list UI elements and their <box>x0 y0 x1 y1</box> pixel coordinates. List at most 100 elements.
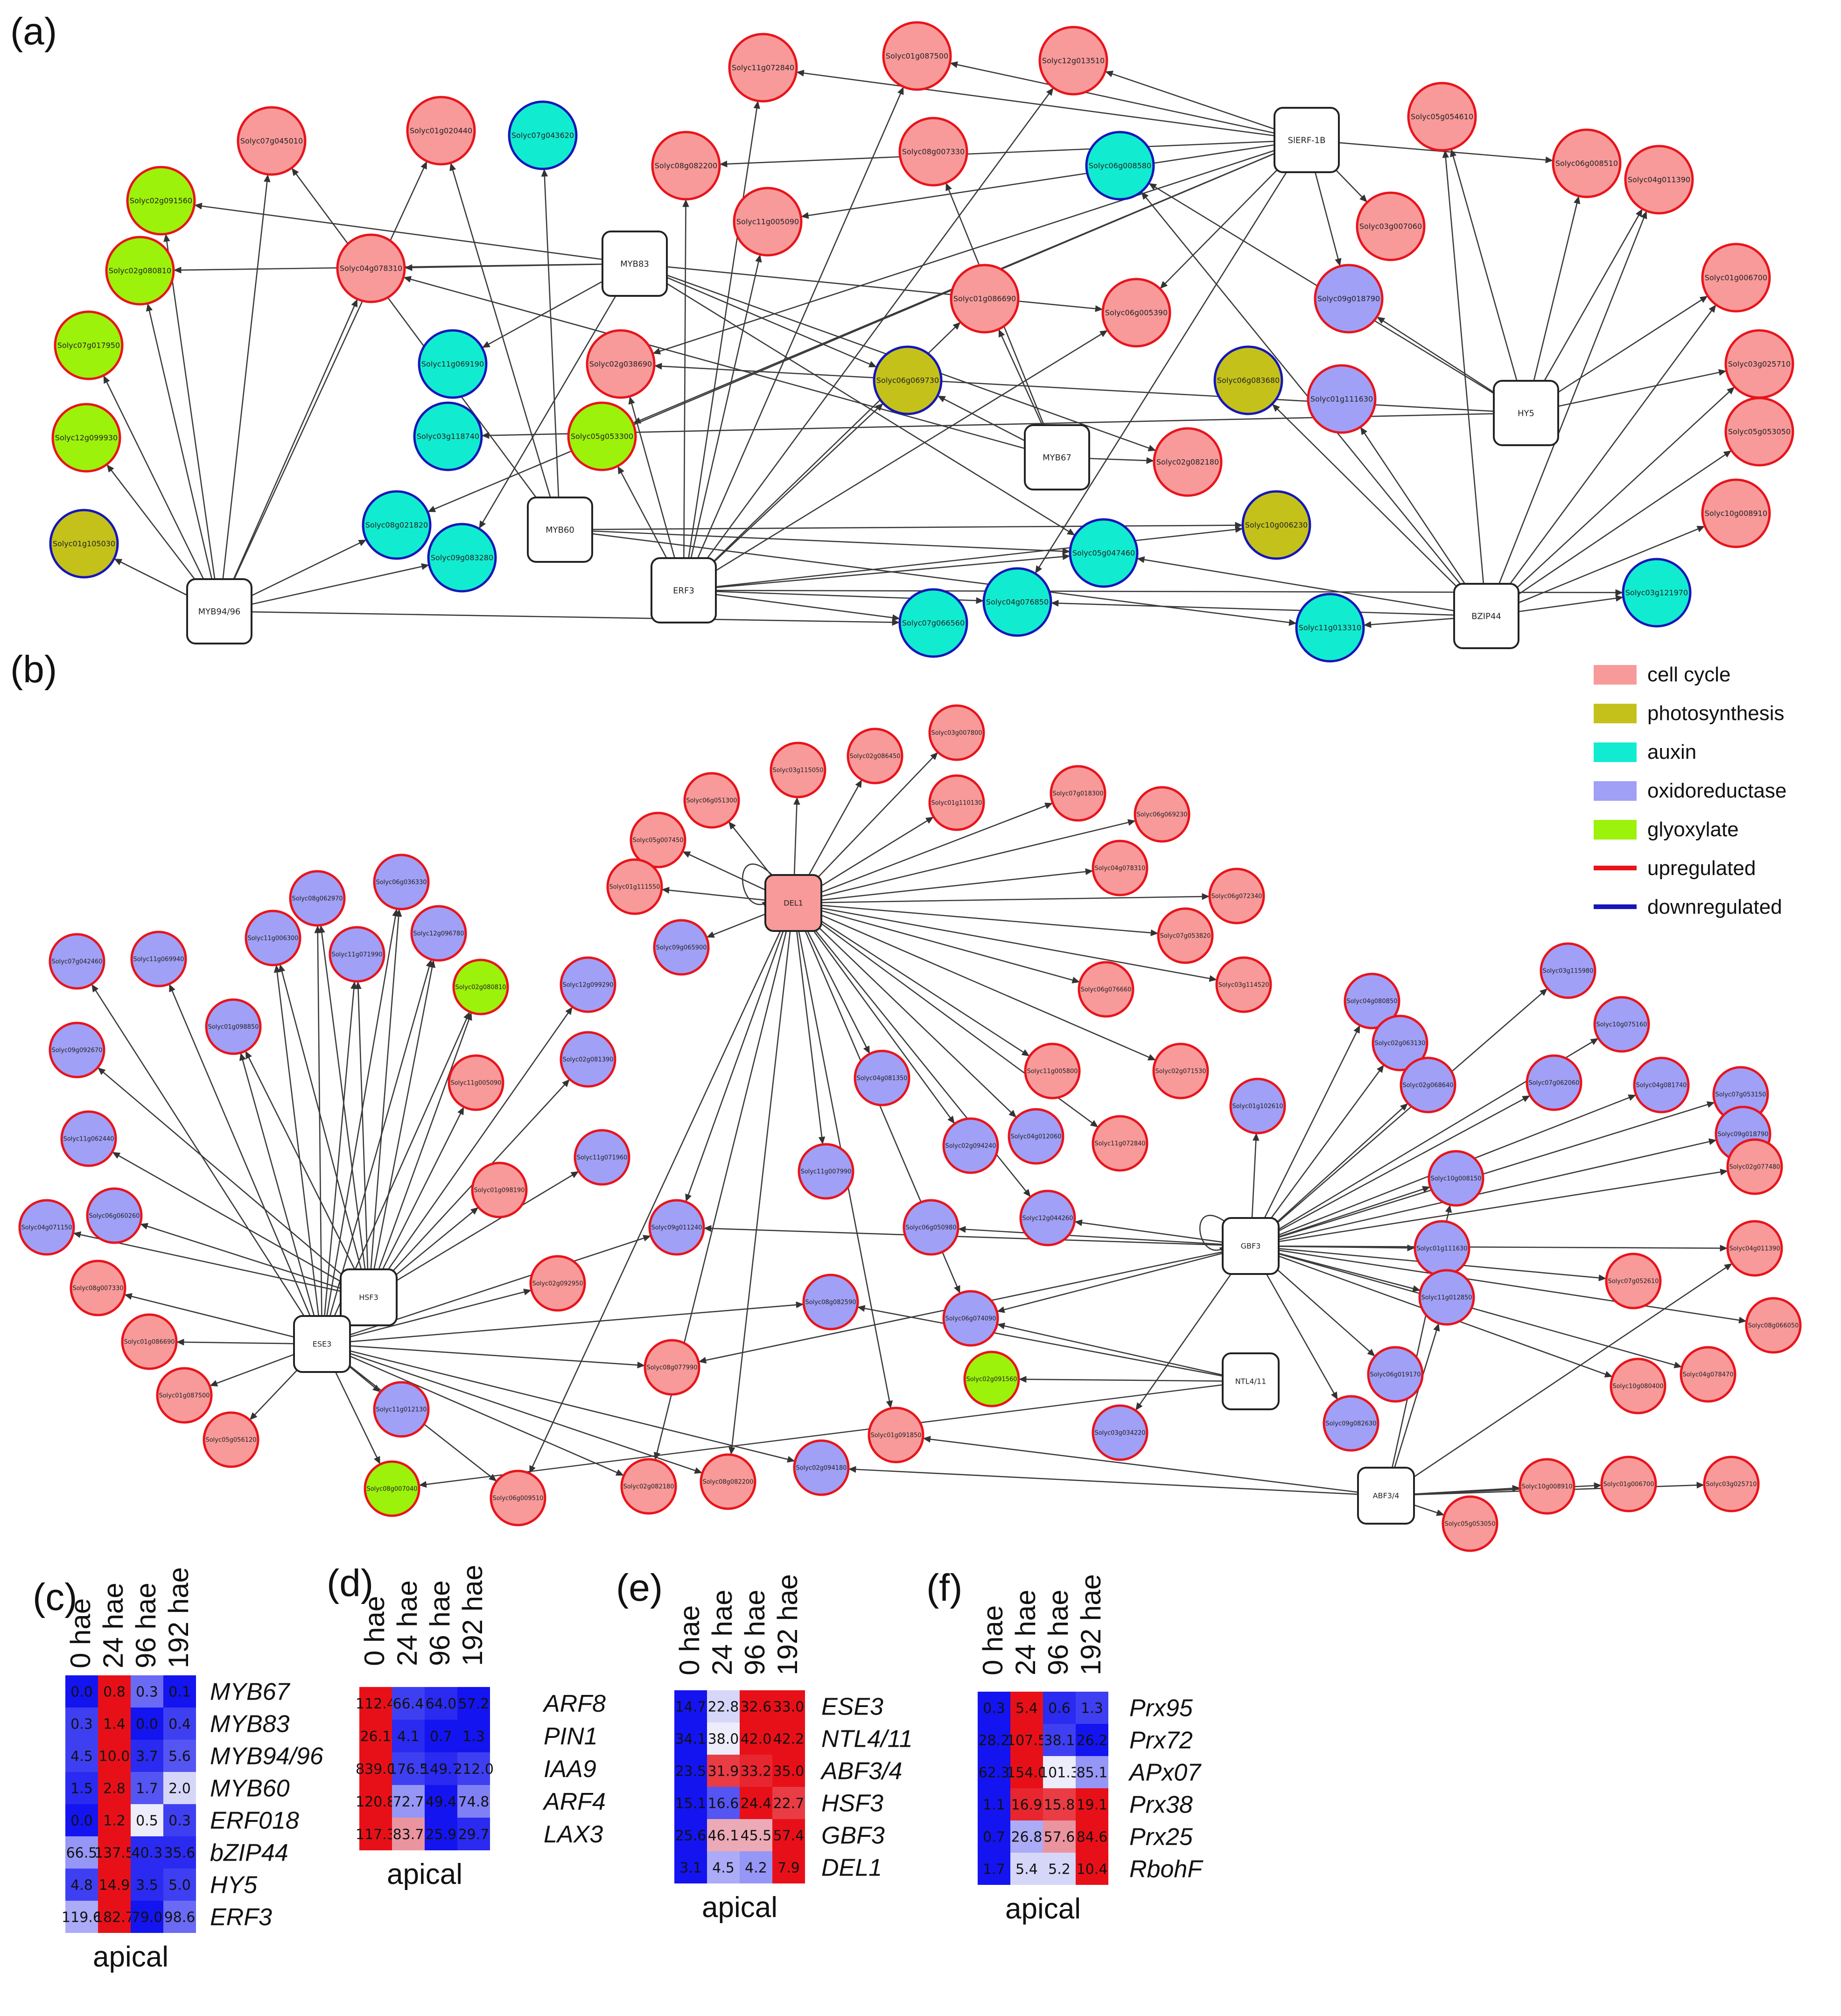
gene-node: Solyc07g042460 <box>49 933 105 990</box>
network-edge <box>1279 1138 1717 1240</box>
legend-label: auxin <box>1647 741 1696 763</box>
gene-label: Solyc01g102610 <box>1232 1103 1283 1110</box>
gene-label: Solyc11g069940 <box>133 956 184 963</box>
heatmap-cell-value: 33.0 <box>773 1699 805 1715</box>
gene-node: Solyc01g111550 <box>606 858 663 915</box>
heatmap-row-gene: RbohF <box>1129 1856 1204 1883</box>
network-edge <box>1018 1376 1222 1383</box>
hub-node-myb67: MYB67 <box>1024 424 1090 490</box>
gene-label: Solyc02g091560 <box>130 196 192 205</box>
network-edge <box>652 149 1276 355</box>
heatmap-cell-value: 1.3 <box>1081 1701 1103 1717</box>
heatmap-cell <box>740 1722 772 1755</box>
gene-node: Solyc08g077990 <box>644 1339 700 1396</box>
network-edge <box>812 751 938 883</box>
network-edge <box>140 1223 342 1289</box>
heatmap-cell <box>457 1687 490 1720</box>
heatmap-cell <box>98 1708 131 1740</box>
gene-label: Solyc01g086690 <box>953 294 1016 303</box>
gene-label: Solyc01g087500 <box>886 52 948 61</box>
heatmap-column-header: 192 hae <box>163 1567 194 1668</box>
network-edge <box>1272 1265 1376 1357</box>
gene-label: Solyc02g081390 <box>562 1057 613 1064</box>
gene-node: Solyc07g053820 <box>1157 907 1214 964</box>
network-edge <box>529 929 782 1474</box>
network-edge <box>350 1288 532 1337</box>
heatmap-cell-value: 23.5 <box>675 1764 707 1780</box>
gene-label: Solyc07g018300 <box>1052 791 1103 798</box>
gene-node: Solyc04g078310 <box>1092 840 1148 896</box>
hub-node-gbf3: GBF3 <box>1222 1217 1280 1275</box>
gene-node: Solyc11g069940 <box>130 931 187 987</box>
heatmap-cell <box>425 1818 457 1850</box>
network-edge <box>373 959 436 1269</box>
heatmap-cell <box>163 1804 196 1836</box>
heatmap-cell-value: 0.3 <box>136 1684 158 1701</box>
gene-node: Solyc03g114520 <box>1215 956 1272 1013</box>
network-edge <box>821 907 1218 982</box>
gene-node: Solyc03g025710 <box>1724 329 1794 399</box>
heatmap-cell-value: 45.5 <box>741 1828 772 1844</box>
gene-label: Solyc10g080400 <box>1612 1383 1663 1390</box>
heatmap-column-header: 96 hae <box>1043 1589 1074 1675</box>
heatmap-cell-value: 0.0 <box>136 1716 158 1733</box>
gene-label: Solyc04g078470 <box>1682 1372 1733 1379</box>
heatmap-cell-value: 0.7 <box>430 1729 452 1745</box>
gene-label: Solyc04g012060 <box>1010 1134 1061 1141</box>
heatmap-column-header: 0 hae <box>65 1598 96 1668</box>
gene-label: Solyc12g099930 <box>55 434 118 442</box>
gene-label: Solyc11g071960 <box>576 1155 627 1162</box>
gene-node: Solyc02g063130 <box>1372 1015 1428 1071</box>
gene-node: Solyc09g065900 <box>653 919 710 976</box>
gene-node: Solyc05g053300 <box>567 401 637 471</box>
heatmap-cell-value: 154.0 <box>1007 1765 1047 1781</box>
network-edge <box>822 893 1210 903</box>
gene-label: Solyc01g111630 <box>1310 395 1373 404</box>
heatmap-cell-value: 42.2 <box>773 1731 805 1748</box>
heatmap-caption: apical <box>387 1858 462 1890</box>
gene-label: Solyc07g053150 <box>1715 1092 1766 1099</box>
hub-node-hy5: HY5 <box>1493 380 1559 446</box>
hub-node-myb83: MYB83 <box>602 231 668 297</box>
gene-node: Solyc12g099930 <box>51 403 121 473</box>
hub-node-erf3: ERF3 <box>651 557 717 623</box>
gene-node: Solyc03g115050 <box>770 742 826 798</box>
heatmap-row-gene: ARF4 <box>542 1788 606 1815</box>
gene-label: Solyc04g080850 <box>1346 998 1397 1005</box>
heatmap-cell-value: 0.0 <box>70 1684 93 1701</box>
hub-label: ABF3/4 <box>1373 1491 1400 1500</box>
legend-label: glyoxylate <box>1647 818 1739 841</box>
gene-label: Solyc07g042460 <box>51 959 102 966</box>
gene-label: Solyc05g054610 <box>1411 112 1473 121</box>
gene-label: Solyc11g007990 <box>800 1169 851 1176</box>
heatmap-cell-value: 35.0 <box>773 1764 805 1780</box>
network-edge <box>664 276 877 368</box>
network-edge <box>334 1370 381 1465</box>
heatmap-cell <box>131 1740 163 1772</box>
network-edge <box>1264 1271 1338 1400</box>
network-edge <box>997 1323 1223 1376</box>
heatmap-cell <box>1076 1756 1108 1788</box>
heatmap-cell-value: 0.1 <box>168 1684 191 1701</box>
network-edge <box>103 375 206 582</box>
heatmap-cell <box>1043 1788 1076 1820</box>
network-edge <box>796 931 826 1145</box>
network-edge <box>1278 1186 1431 1238</box>
network-edge <box>706 913 767 938</box>
hub-label: ESE3 <box>313 1340 332 1349</box>
heatmap-row-gene: ESE3 <box>821 1694 883 1721</box>
network-edge <box>1278 1253 1682 1368</box>
gene-node: Solyc01g020440 <box>406 96 476 166</box>
gene-node: Solyc02g068640 <box>1400 1057 1456 1113</box>
network-edge <box>661 887 765 901</box>
gene-node: Solyc06g060260 <box>86 1187 143 1244</box>
panel-label-a: (a) <box>10 10 57 53</box>
gene-node: Solyc08g062970 <box>289 870 346 927</box>
legend-item-auxin: auxin <box>1594 741 1696 763</box>
gene-label: Solyc10g008150 <box>1430 1176 1481 1183</box>
hub-node-myb60: MYB60 <box>527 497 593 563</box>
heatmap-cell-value: 14.9 <box>99 1877 130 1894</box>
heatmap-cell <box>772 1755 805 1787</box>
network-edge <box>817 918 1030 1057</box>
